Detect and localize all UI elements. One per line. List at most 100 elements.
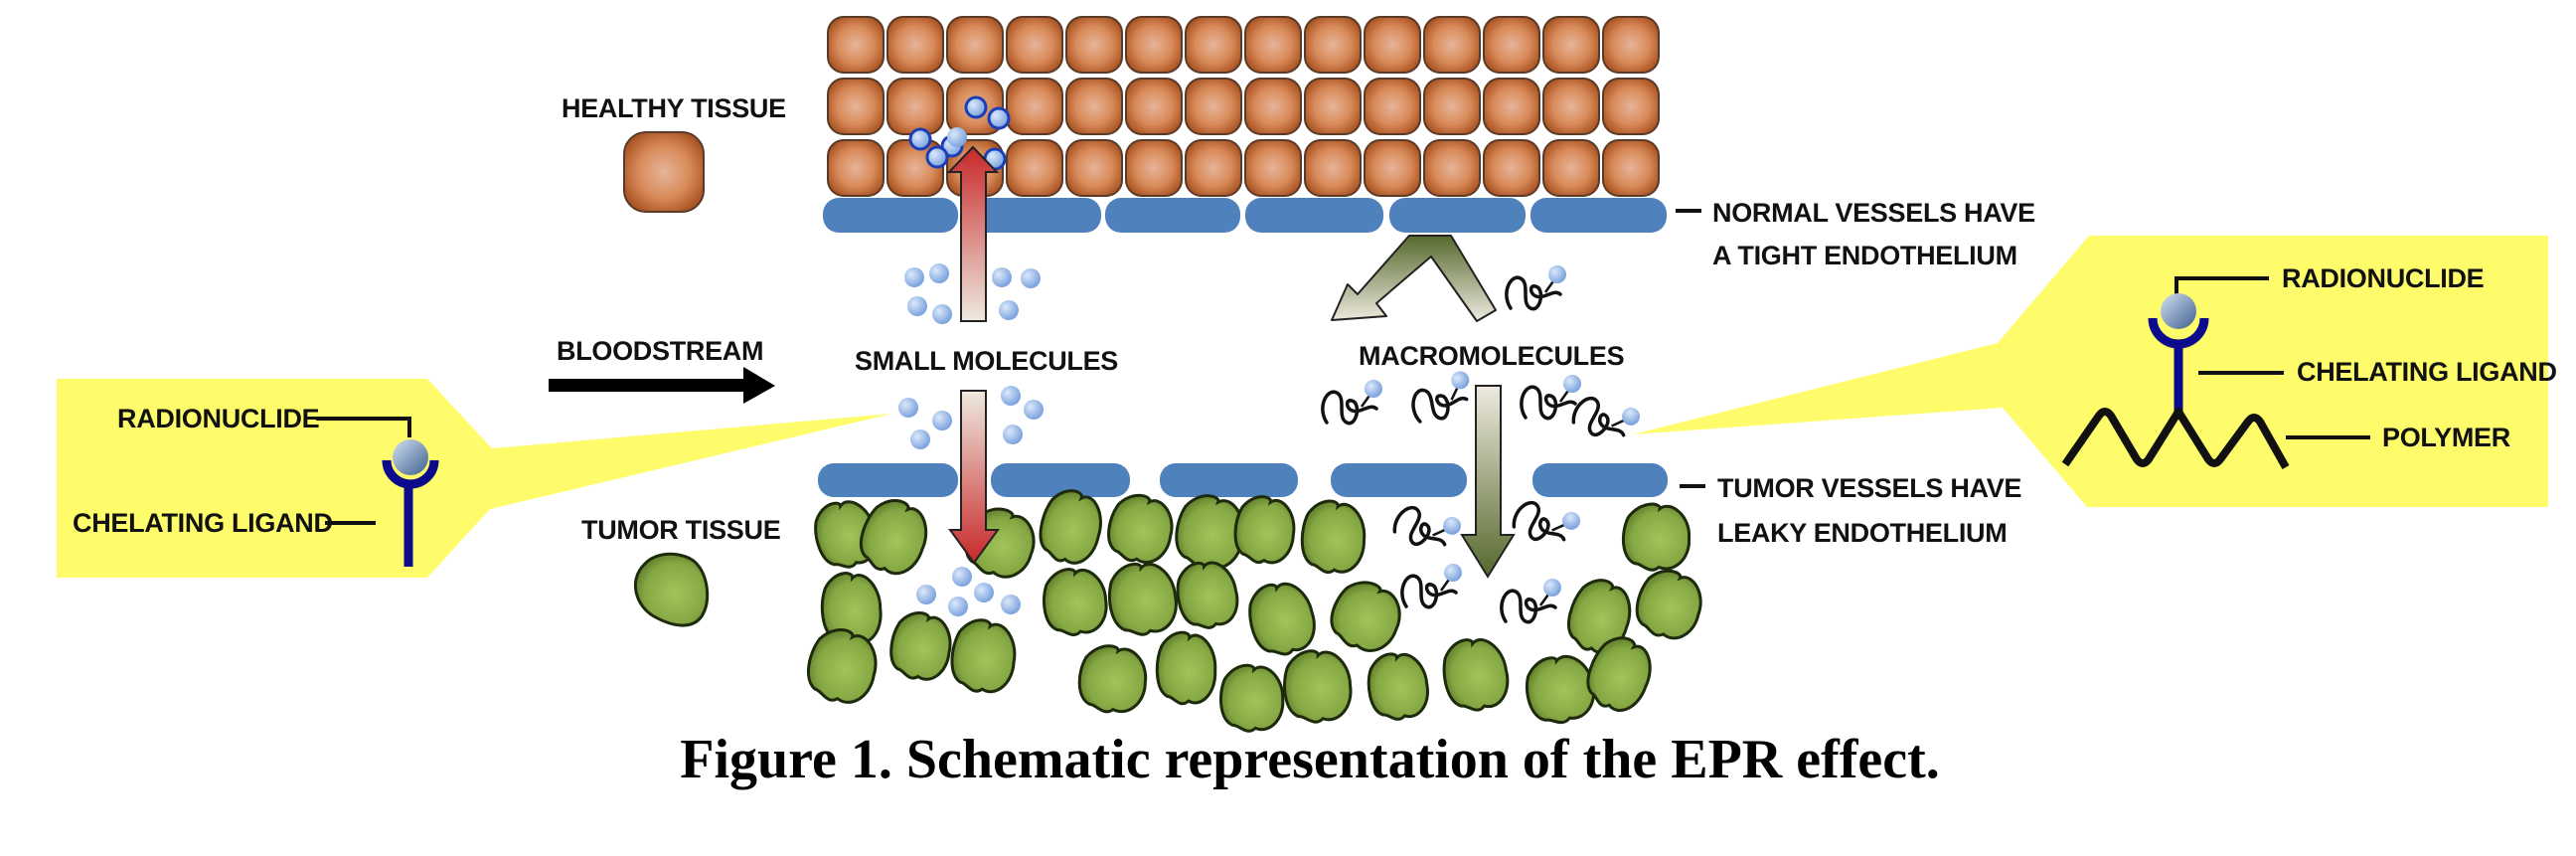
right-chelating-ligand-label: CHELATING LIGAND xyxy=(2297,357,2557,387)
small-molecule xyxy=(1003,425,1023,444)
tumor-cell xyxy=(1155,630,1217,706)
polymer-chain xyxy=(1571,396,1626,437)
tethered-radionuclide xyxy=(1451,371,1470,390)
healthy-cell xyxy=(1065,16,1123,74)
tumor-vessel-wall xyxy=(818,463,1668,497)
small-molecule xyxy=(948,597,968,616)
healthy-tissue-label: HEALTHY TISSUE xyxy=(562,93,786,123)
small-molecule xyxy=(907,296,927,316)
healthy-cell xyxy=(1364,78,1421,135)
tumor-cell xyxy=(1218,663,1285,733)
healthy-cell xyxy=(886,78,944,135)
right-radionuclide-icon xyxy=(2161,293,2196,329)
macromolecule xyxy=(1392,505,1462,547)
left-callout xyxy=(57,379,892,578)
macromolecule xyxy=(1500,579,1561,624)
tumor-cell xyxy=(1526,654,1595,725)
healthy-cell xyxy=(1542,78,1600,135)
polymer-chain xyxy=(1520,385,1577,421)
macromolecule-bounce-arrow xyxy=(1331,235,1497,322)
tethered-radionuclide xyxy=(1443,516,1462,535)
tumor-vessel-segment xyxy=(818,463,958,497)
small-molecule xyxy=(916,585,936,604)
tumor-cell xyxy=(1586,636,1652,712)
tumor-cell xyxy=(1621,502,1690,572)
polymer-chain xyxy=(1500,589,1557,624)
left-radionuclide-label: RADIONUCLIDE xyxy=(117,404,319,433)
small-molecule xyxy=(1021,268,1041,288)
healthy-cell xyxy=(1542,139,1600,197)
healthy-cell xyxy=(1304,78,1362,135)
tumor-cell xyxy=(1176,561,1239,629)
healthy-cell xyxy=(1602,16,1660,74)
healthy-cell xyxy=(1483,78,1540,135)
healthy-cell xyxy=(1244,139,1302,197)
macromolecules-group xyxy=(1321,265,1641,624)
macromolecule xyxy=(1505,265,1566,311)
normal-vessels-label-line2: A TIGHT ENDOTHELIUM xyxy=(1712,241,2017,270)
small-molecule xyxy=(999,300,1019,320)
tumor-cell xyxy=(1233,495,1296,565)
small-molecule xyxy=(992,267,1012,287)
healthy-cell xyxy=(1602,139,1660,197)
polymer-chain xyxy=(1411,388,1469,424)
healthy-cell xyxy=(946,16,1004,74)
right-polymer-icon xyxy=(2061,408,2290,469)
tethered-radionuclide xyxy=(1543,579,1561,597)
healthy-cell xyxy=(1006,78,1063,135)
right-polymer-label: POLYMER xyxy=(2382,423,2510,452)
macromolecule xyxy=(1512,500,1581,542)
tumor-tissue-cells xyxy=(806,489,1702,733)
healthy-cell xyxy=(1364,16,1421,74)
healthy-cell xyxy=(1423,16,1481,74)
small-molecule xyxy=(929,263,949,283)
tumor-cell xyxy=(1175,494,1245,570)
healthy-cell xyxy=(1065,78,1123,135)
normal-vessel-segment xyxy=(1389,198,1526,233)
tumor-cell-legend xyxy=(633,552,710,627)
small-molecule-up-arrow xyxy=(946,145,1000,322)
healthy-cell xyxy=(827,78,885,135)
healthy-cell xyxy=(1483,16,1540,74)
small-molecules-label: SMALL MOLECULES xyxy=(855,346,1118,376)
small-molecule-down-arrow xyxy=(948,390,1000,565)
normal-vessel-segment xyxy=(1105,198,1240,233)
normal-vessel-wall xyxy=(823,198,1667,233)
healthy-cell xyxy=(1185,16,1242,74)
healthy-cell xyxy=(1423,139,1481,197)
tethered-radionuclide xyxy=(1365,380,1382,398)
macromolecules-label: MACROMOLECULES xyxy=(1359,341,1624,371)
tethered-radionuclide xyxy=(1562,511,1581,530)
right-polymer-chelate-icon xyxy=(2061,276,2370,469)
tumor-cell xyxy=(860,499,928,576)
tumor-vessel-segment xyxy=(991,463,1130,497)
tumor-cell xyxy=(1039,489,1102,565)
polymer-chain xyxy=(1505,275,1562,311)
tumor-cell xyxy=(1300,499,1367,575)
tethered-radionuclide xyxy=(1622,407,1641,426)
healthy-cell xyxy=(827,139,885,197)
small-molecule xyxy=(1024,400,1044,420)
small-molecule xyxy=(910,429,930,449)
small-molecule xyxy=(974,583,994,602)
tumor-vessel-segment xyxy=(1160,463,1298,497)
normal-vessel-segment xyxy=(1530,198,1667,233)
tumor-vessel-segment xyxy=(1532,463,1668,497)
healthy-cell xyxy=(1065,139,1123,197)
left-chelate-icon xyxy=(316,417,439,567)
tumor-cell xyxy=(1077,644,1148,714)
tumor-tissue-label: TUMOR TISSUE xyxy=(581,515,780,545)
healthy-cell xyxy=(827,16,885,74)
healthy-cell-legend xyxy=(623,131,705,213)
figure-caption: Figure 1. Schematic representation of th… xyxy=(680,729,1939,790)
tumor-cell xyxy=(806,628,878,704)
left-chelating-ligand-icon xyxy=(382,459,439,489)
normal-vessels-label-line1: NORMAL VESSELS HAVE xyxy=(1712,198,2035,228)
left-callout-box xyxy=(57,379,892,578)
healthy-cell xyxy=(886,16,944,74)
normal-vessel-segment xyxy=(962,198,1101,233)
small-molecule-in-tissue xyxy=(964,95,988,119)
healthy-cell xyxy=(1423,78,1481,135)
healthy-cell xyxy=(1542,16,1600,74)
